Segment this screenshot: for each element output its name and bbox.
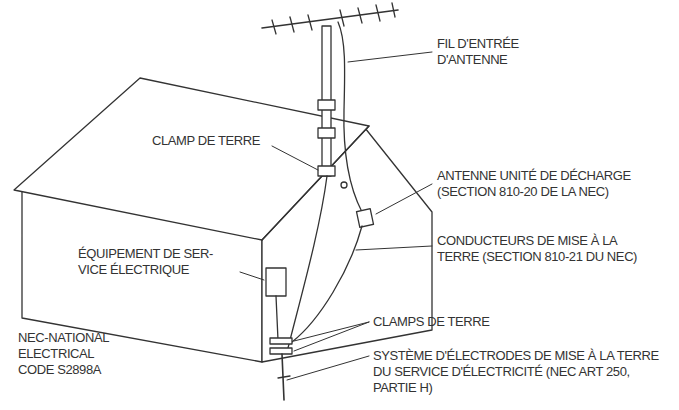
discharge-unit xyxy=(356,209,373,228)
equipment-label: ÉQUIPEMENT DE SER- VICE ÉLECTRIQUE xyxy=(78,246,238,278)
mast-bracket xyxy=(318,100,335,110)
roof xyxy=(14,78,369,240)
clamps-label: CLAMPS DE TERRE xyxy=(373,314,573,330)
conductor-label: CONDUCTEURS DE MISE À LA TERRE (SECTION … xyxy=(437,233,652,265)
wire-label: FIL D'ENTRÉE D'ANTENNE xyxy=(437,36,552,68)
code-label: NEC-NATIONAL ELECTRICAL CODE S2898A xyxy=(18,330,130,378)
electrode-label: SYSTÈME D'ÉLECTRODES DE MISE À LA TERRE … xyxy=(373,348,673,396)
ground-clamp xyxy=(318,166,335,176)
grounding-conductor xyxy=(288,176,327,348)
standoff xyxy=(341,182,347,188)
mast-bracket xyxy=(318,128,335,138)
service-wire xyxy=(276,296,278,340)
clamp-label: CLAMP DE TERRE xyxy=(152,133,282,149)
ground-clamp xyxy=(270,338,292,344)
ground-rod-mark xyxy=(278,376,290,378)
roof-edge xyxy=(262,126,369,240)
ground-clamp xyxy=(270,348,292,354)
service-equipment xyxy=(266,268,286,296)
discharge-label: ANTENNE UNITÉ DE DÉCHARGE (SECTION 810-2… xyxy=(437,168,652,200)
leader-lines xyxy=(240,52,432,380)
antenna-elements xyxy=(272,3,395,34)
lead-in-wire xyxy=(338,22,362,212)
grounding-conductor xyxy=(292,226,362,342)
